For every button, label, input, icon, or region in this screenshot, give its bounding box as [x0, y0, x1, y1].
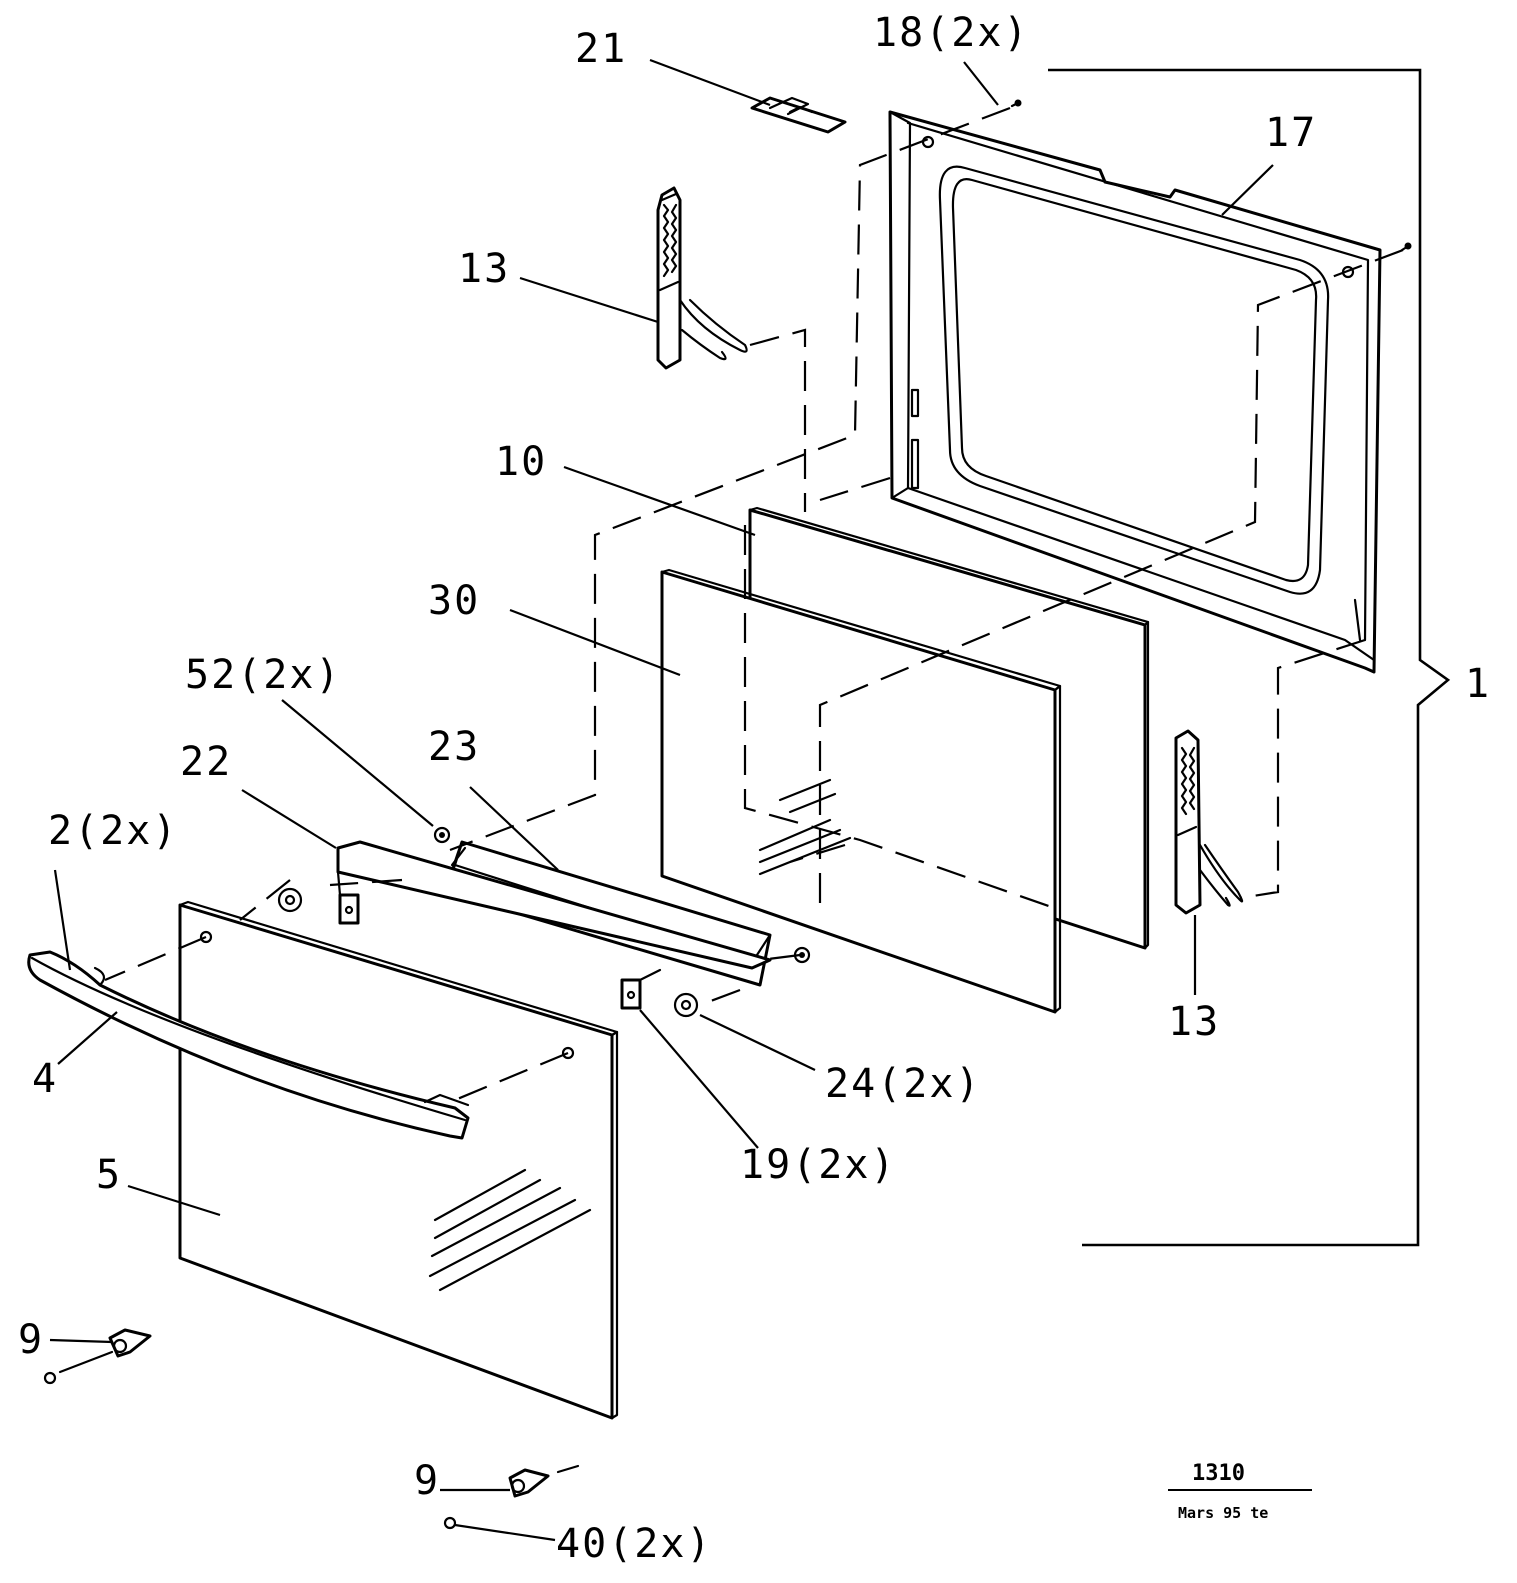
- callout-17: 17: [1265, 110, 1317, 156]
- callout-40: 40(2x): [556, 1521, 713, 1567]
- callout-1: 1: [1465, 661, 1491, 707]
- callout-13-top: 13: [458, 246, 510, 292]
- hinge-receiver-bottom-part-9: [443, 1464, 580, 1530]
- callout-24: 24(2x): [825, 1061, 982, 1107]
- glass-pane-part-30: [660, 568, 1062, 1014]
- callout-10: 10: [495, 439, 547, 485]
- assembly-bracket-part-1: [1048, 68, 1451, 1247]
- hinge-bottom-part-13: [1174, 729, 1244, 915]
- leader-lines: [49, 58, 1274, 1542]
- outer-door-panel-part-5: [178, 900, 619, 1420]
- callout-23: 23: [428, 724, 480, 770]
- callout-13-bottom: 13: [1168, 999, 1220, 1045]
- callout-52: 52(2x): [185, 652, 342, 698]
- callout-22: 22: [180, 739, 232, 785]
- hinge-receiver-left-part-9: [43, 1328, 152, 1385]
- callout-2: 2(2x): [48, 808, 178, 854]
- callout-30: 30: [428, 578, 480, 624]
- callout-5: 5: [96, 1152, 122, 1198]
- clip-part-21: [750, 96, 847, 134]
- callout-4: 4: [32, 1056, 58, 1102]
- inner-door-frame-part-17: [888, 110, 1382, 674]
- callout-9-bottom: 9: [414, 1458, 440, 1504]
- callout-21: 21: [575, 26, 627, 72]
- drawing-date: Mars 95 te: [1178, 1504, 1268, 1522]
- callout-18: 18(2x): [873, 10, 1030, 56]
- callout-9-left: 9: [18, 1317, 44, 1363]
- drawing-number: 1310: [1192, 1461, 1245, 1486]
- screws-part-52: [433, 826, 811, 964]
- drawing-info-block: 1310 Mars 95 te: [1168, 1461, 1312, 1522]
- hinge-top-part-13: [656, 186, 748, 370]
- bracket-part-22: [336, 840, 772, 1010]
- handle-part-4: [27, 950, 470, 1140]
- grommets-part-24: [277, 887, 699, 1018]
- callout-19: 19(2x): [740, 1142, 897, 1188]
- screws-part-18: [1010, 99, 1412, 252]
- assembly-lines: [104, 106, 1404, 1102]
